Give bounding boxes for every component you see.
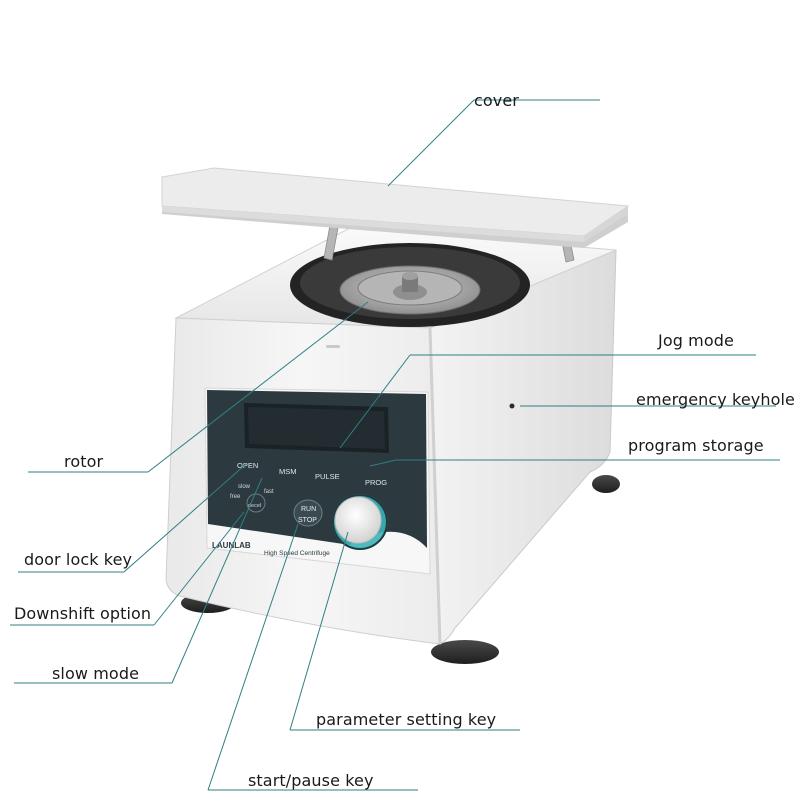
panel-label-pulse: PULSE	[315, 472, 340, 481]
label-slow-mode: slow mode	[52, 664, 140, 683]
label-start-pause-key: start/pause key	[248, 771, 374, 790]
parameter-knob[interactable]	[334, 496, 382, 544]
leader-lines	[10, 99, 780, 791]
rotor-chamber	[290, 243, 530, 348]
brand-logo: LAUNLAB	[212, 541, 251, 550]
control-panel: OPEN MSM PULSE PROG slow fast free decel…	[204, 387, 431, 575]
label-cover: cover	[474, 91, 519, 110]
run-stop-button[interactable]	[293, 499, 323, 527]
panel-label-fast: fast	[264, 489, 274, 495]
model-name: High Speed Centrifuge	[264, 550, 330, 557]
decel-switch[interactable]	[246, 493, 266, 513]
run-label: RUN	[301, 506, 316, 513]
label-rotor: rotor	[64, 452, 104, 471]
panel-label-msm: MSM	[279, 467, 297, 476]
panel-label-open: OPEN	[237, 461, 258, 470]
body-side-face	[429, 249, 617, 645]
foot-front-right	[431, 640, 499, 664]
cover	[161, 167, 630, 263]
panel-label-decel: decel	[248, 503, 261, 509]
label-downshift-option: Downshift option	[14, 604, 152, 623]
leader-program-storage	[369, 459, 397, 467]
label-emergency-keyhole: emergency keyhole	[636, 390, 795, 409]
panel-label-prog: PROG	[365, 478, 387, 487]
label-jog-mode: Jog mode	[658, 331, 734, 350]
panel-label-free: free	[230, 494, 241, 500]
leader-cover	[387, 99, 475, 187]
stop-label: STOP	[298, 517, 317, 524]
leader-jog-mode	[339, 354, 411, 449]
foot-back-right	[592, 475, 620, 493]
label-door-lock-key: door lock key	[24, 550, 133, 569]
label-program-storage: program storage	[628, 436, 764, 455]
label-parameter-setting-key: parameter setting key	[316, 710, 497, 729]
emergency-keyhole	[509, 403, 515, 409]
panel-label-slow: slow	[238, 484, 251, 490]
